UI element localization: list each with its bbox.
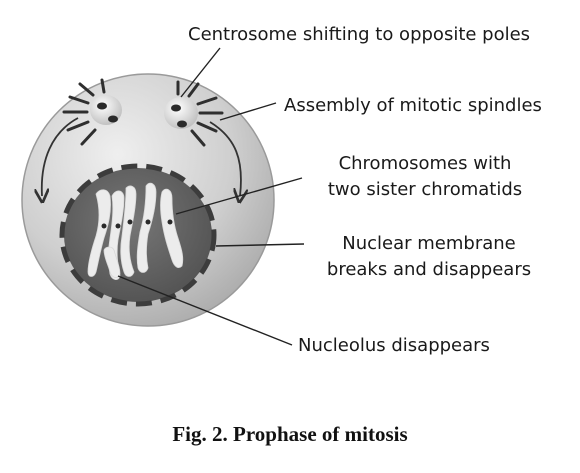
chromosome-4 [136,182,157,273]
aster-rays-right [176,80,224,147]
arrow-left-pole [42,117,79,196]
nucleus [64,168,212,302]
leader-chromosomes [175,177,303,215]
arrow-right-pole [209,121,241,196]
label-spindles: Assembly of mitotic spindles [284,95,542,116]
aster-rays-left [62,78,106,146]
label-chromosomes-line2: two sister chromatids [327,179,523,200]
chromosome-3 [120,185,137,277]
leader-nucleolus [117,275,293,346]
chromosome-5 [160,188,184,268]
nuclear-membrane [59,163,217,307]
leader-membrane [215,243,305,247]
label-nucleolus: Nucleolus disappears [298,335,490,356]
chromosome-1 [87,189,111,277]
chromosomes [87,182,184,280]
label-centrosome: Centrosome shifting to opposite poles [188,24,531,45]
centrosome-left [62,78,122,146]
leader-centrosome [180,47,221,98]
label-membrane: Nuclear membrane breaks and disappears [306,231,552,283]
centromeres [101,219,173,229]
centrosome-right [164,80,224,147]
leader-spindles [219,102,277,121]
leader-lines [117,47,305,346]
label-chromosomes: Chromosomes with two sister chromatids [302,151,548,203]
chromosome-6 [103,246,121,278]
label-chromosomes-line1: Chromosomes with [338,153,512,174]
figure-caption: Fig. 2. Prophase of mitosis [172,422,408,446]
label-membrane-line2: breaks and disappears [326,259,532,280]
label-membrane-line1: Nuclear membrane [342,233,516,254]
